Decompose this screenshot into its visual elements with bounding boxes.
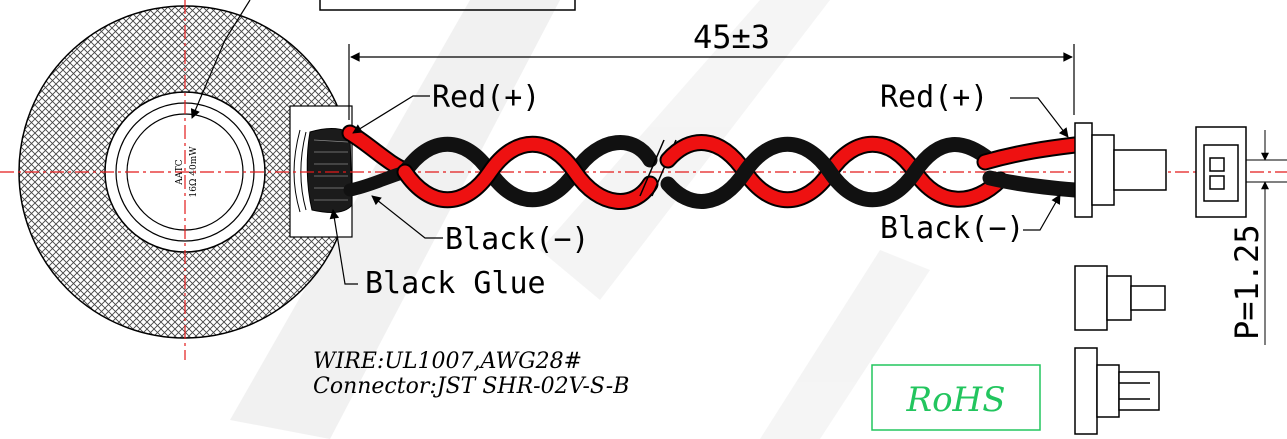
connector-side-view	[1074, 122, 1167, 218]
pitch-dimension	[1246, 130, 1287, 345]
length-label: 45±3	[693, 18, 770, 56]
label-red-right: Red(+)	[880, 80, 988, 115]
label-black-right: Black(−)	[880, 211, 1025, 246]
connector-spec: Connector:JST SHR-02V-S-B	[313, 374, 629, 399]
title-box-fragment	[319, 0, 576, 11]
black-wire-left	[397, 135, 658, 208]
rohs-badge	[871, 364, 1041, 431]
rohs-text: RoHS	[905, 380, 1005, 420]
label-black-left: Black(−)	[445, 222, 590, 257]
connector-bottom-view	[1074, 347, 1160, 435]
wire-spec: WIRE:UL1007,AWG28#	[313, 349, 582, 374]
black-wire-right	[660, 136, 998, 209]
length-dimension	[348, 44, 1075, 120]
connector-front-view	[1195, 126, 1247, 218]
twisted-pair-right	[659, 134, 1084, 209]
leader-lines	[190, 0, 1069, 285]
label-black-glue: Black Glue	[365, 266, 546, 301]
label-red-left: Red(+)	[432, 80, 540, 115]
pitch-label: P=1.25	[1228, 224, 1266, 340]
twisted-pair-left	[341, 124, 659, 210]
connector-top-view	[1074, 265, 1166, 331]
